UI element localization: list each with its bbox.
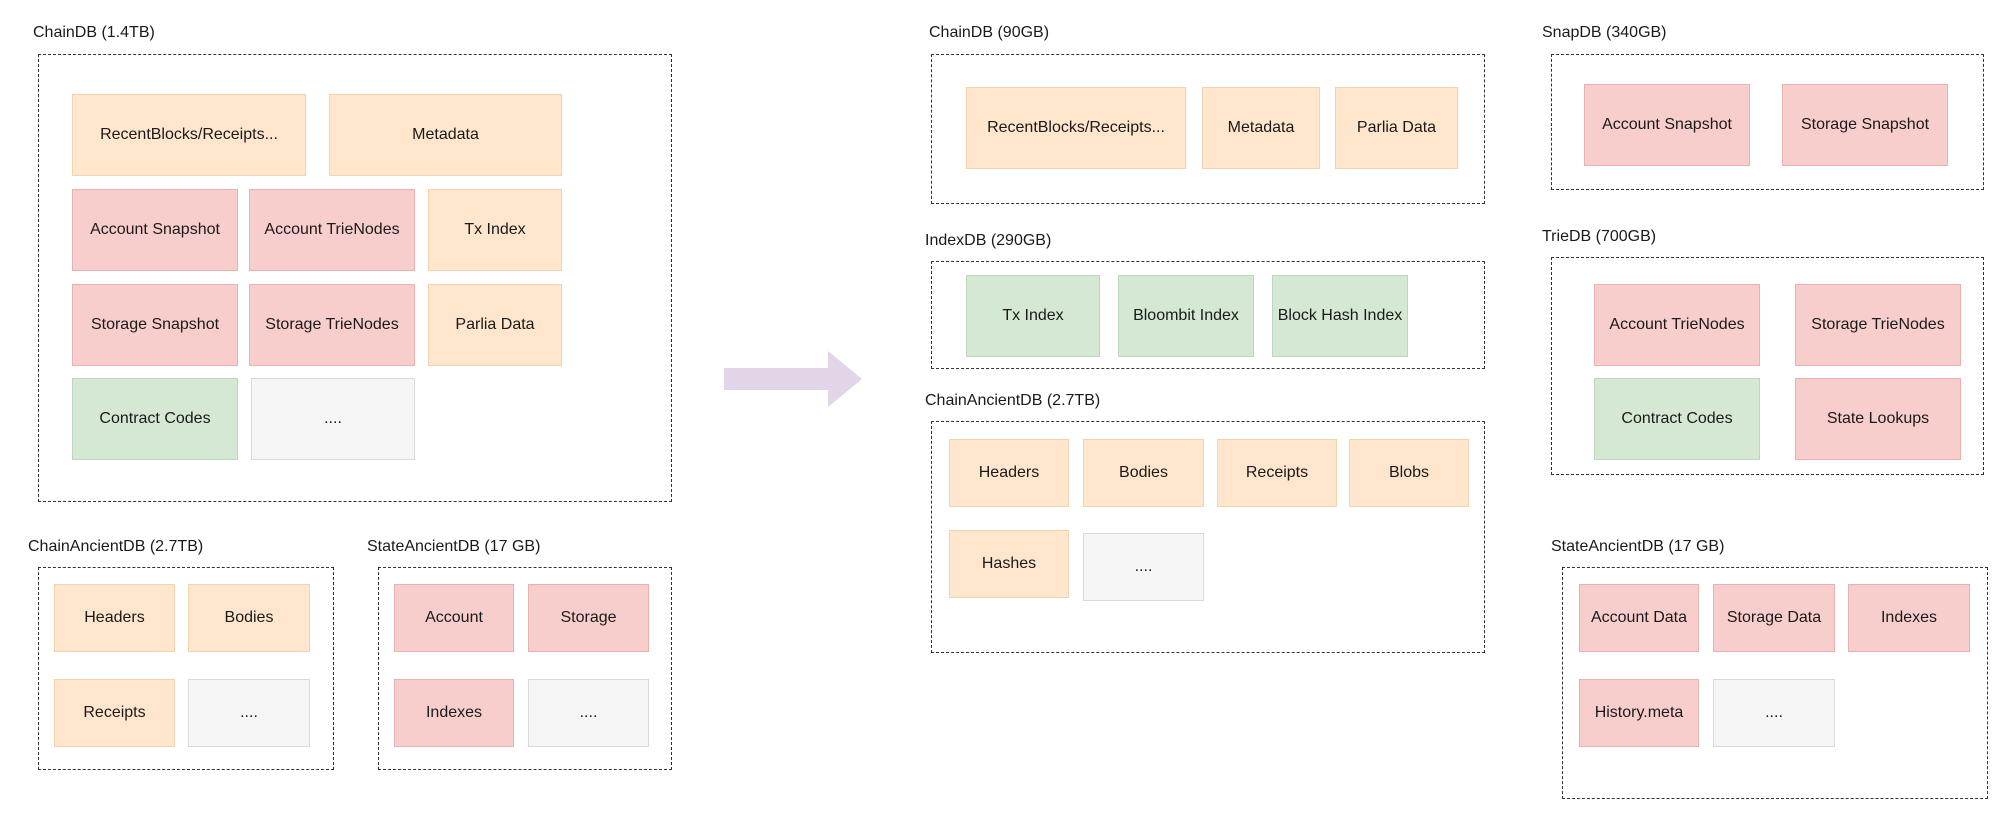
after-state-storage-data: Storage Data: [1713, 584, 1835, 652]
before-chaindb-box: [38, 54, 672, 502]
after-snapdb-storage-snapshot: Storage Snapshot: [1782, 84, 1948, 166]
after-chaindb-label: ChainDB (90GB): [929, 24, 1050, 41]
before-state-ancient-box: [378, 567, 672, 770]
after-ancient-bodies: Bodies: [1083, 439, 1204, 507]
before-state-more-placeholder: ....: [528, 679, 649, 747]
after-indexdb-tx-index: Tx Index: [966, 275, 1100, 357]
after-chain-ancient-box: [931, 421, 1485, 653]
after-state-ancient-box: [1562, 567, 1988, 799]
after-ancient-hashes: Hashes: [949, 530, 1069, 598]
before-chaindb-storage-snapshot: Storage Snapshot: [72, 284, 238, 366]
before-state-ancient-label: StateAncientDB (17 GB): [367, 538, 541, 555]
after-ancient-receipts: Receipts: [1217, 439, 1337, 507]
after-chain-ancient-label: ChainAncientDB (2.7TB): [925, 392, 1101, 409]
after-indexdb-box: [931, 261, 1485, 369]
after-chaindb-box: [931, 54, 1485, 204]
before-ancient-bodies: Bodies: [188, 584, 310, 652]
after-state-account-data: Account Data: [1579, 584, 1699, 652]
after-triedb-state-lookups: State Lookups: [1795, 378, 1961, 460]
after-triedb-label: TrieDB (700GB): [1542, 228, 1657, 245]
after-indexdb-bloombit-index: Bloombit Index: [1118, 275, 1254, 357]
after-indexdb-label: IndexDB (290GB): [925, 232, 1052, 249]
before-chaindb-tx-index: Tx Index: [428, 189, 562, 271]
after-snapdb-label: SnapDB (340GB): [1542, 24, 1667, 41]
before-chaindb-account-snapshot: Account Snapshot: [72, 189, 238, 271]
after-chaindb-recent-blocks: RecentBlocks/Receipts...: [966, 87, 1186, 169]
before-chain-ancient-label: ChainAncientDB (2.7TB): [28, 538, 204, 555]
before-state-indexes: Indexes: [394, 679, 514, 747]
before-chaindb-metadata: Metadata: [329, 94, 562, 176]
before-chaindb-more-placeholder: ....: [251, 378, 415, 460]
after-state-more-placeholder: ....: [1713, 679, 1835, 747]
before-chaindb-contract-codes: Contract Codes: [72, 378, 238, 460]
before-chaindb-recent-blocks: RecentBlocks/Receipts...: [72, 94, 306, 176]
after-snapdb-account-snapshot: Account Snapshot: [1584, 84, 1750, 166]
after-state-history-meta: History.meta: [1579, 679, 1699, 747]
after-ancient-blobs: Blobs: [1349, 439, 1469, 507]
before-chaindb-parlia-data: Parlia Data: [428, 284, 562, 366]
after-state-indexes: Indexes: [1848, 584, 1970, 652]
before-ancient-more-placeholder: ....: [188, 679, 310, 747]
after-chaindb-parlia-data: Parlia Data: [1335, 87, 1458, 169]
before-chain-ancient-box: [38, 567, 334, 770]
before-chaindb-label: ChainDB (1.4TB): [33, 24, 155, 41]
before-chaindb-account-trienodes: Account TrieNodes: [249, 189, 415, 271]
right-arrow-icon: [724, 351, 862, 407]
after-snapdb-box: [1551, 54, 1984, 190]
after-indexdb-block-hash-index: Block Hash Index: [1272, 275, 1408, 357]
before-ancient-receipts: Receipts: [54, 679, 175, 747]
before-state-storage: Storage: [528, 584, 649, 652]
after-state-ancient-label: StateAncientDB (17 GB): [1551, 538, 1725, 555]
before-state-account: Account: [394, 584, 514, 652]
after-triedb-box: [1551, 257, 1984, 475]
before-ancient-headers: Headers: [54, 584, 175, 652]
after-ancient-more-placeholder: ....: [1083, 533, 1204, 601]
after-triedb-contract-codes: Contract Codes: [1594, 378, 1760, 460]
after-chaindb-metadata: Metadata: [1202, 87, 1320, 169]
before-chaindb-storage-trienodes: Storage TrieNodes: [249, 284, 415, 366]
after-ancient-headers: Headers: [949, 439, 1069, 507]
after-triedb-account-trienodes: Account TrieNodes: [1594, 284, 1760, 366]
after-triedb-storage-trienodes: Storage TrieNodes: [1795, 284, 1961, 366]
